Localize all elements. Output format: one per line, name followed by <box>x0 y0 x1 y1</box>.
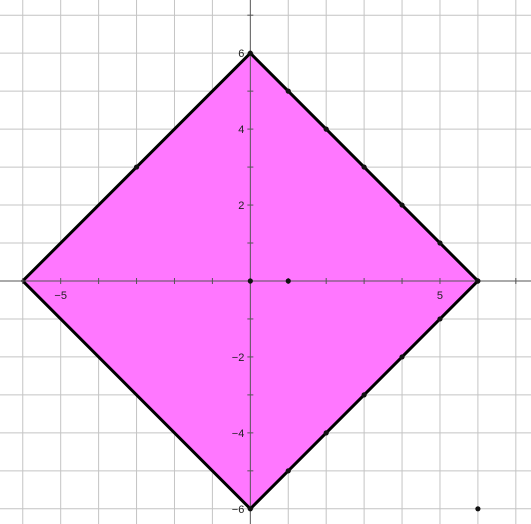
y-tick-label: 2 <box>238 200 244 212</box>
data-point <box>437 240 443 246</box>
data-point <box>247 50 253 56</box>
x-tick-label: 5 <box>437 290 443 302</box>
data-point <box>399 202 405 208</box>
data-point <box>285 468 291 474</box>
y-tick-label: −4 <box>232 428 245 440</box>
data-point <box>133 164 140 170</box>
y-tick-label: 4 <box>238 124 244 136</box>
data-point <box>399 354 405 360</box>
data-point <box>361 392 367 398</box>
x-tick-label: −5 <box>54 290 67 302</box>
data-point <box>285 278 291 284</box>
data-point <box>323 126 329 132</box>
y-tick-label: −6 <box>232 504 245 516</box>
data-point <box>323 430 329 436</box>
data-point <box>285 88 291 94</box>
data-point <box>475 506 481 512</box>
data-point <box>475 278 481 284</box>
points <box>133 50 481 512</box>
y-tick-label: 6 <box>238 48 244 60</box>
y-tick-label: −2 <box>232 352 245 364</box>
tick-labels: −5 5 6 4 2 −2 −4 −6 <box>54 48 443 516</box>
data-point <box>247 506 253 512</box>
data-point <box>247 278 253 284</box>
data-point <box>361 164 367 170</box>
data-point <box>437 316 443 322</box>
